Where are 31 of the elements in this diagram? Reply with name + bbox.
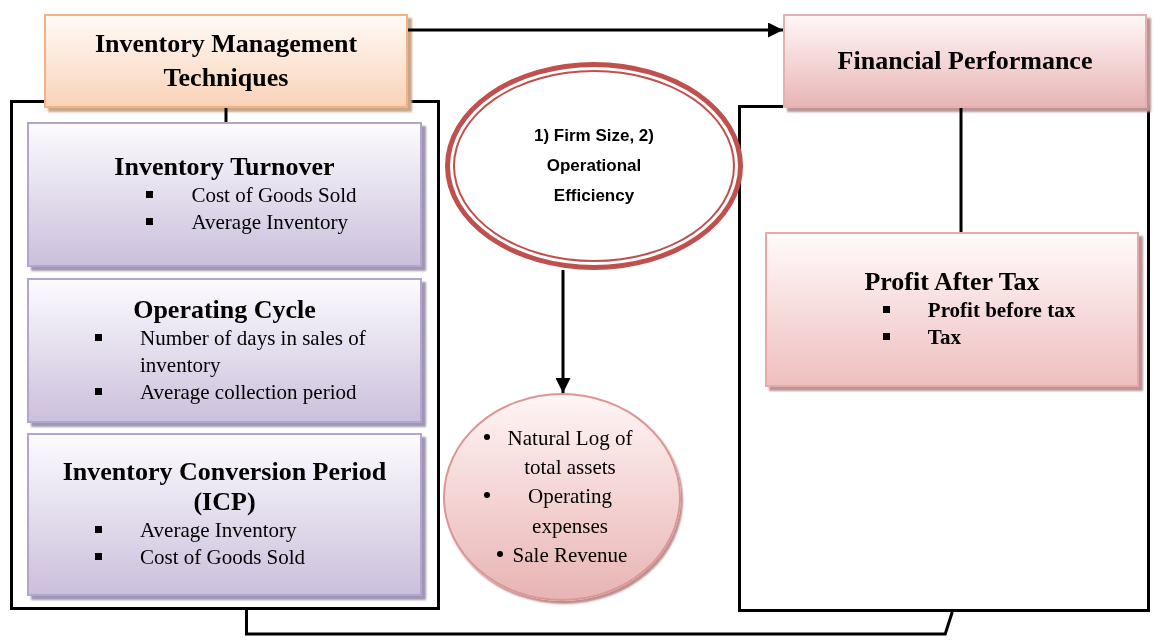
bullet-item: Average Inventory bbox=[191, 209, 348, 237]
connector-line bbox=[224, 108, 228, 122]
bullet-item: Operating expenses bbox=[527, 483, 613, 540]
list-box bbox=[27, 278, 422, 423]
bullet-item: Cost of Goods Sold bbox=[140, 544, 306, 572]
list-box bbox=[27, 122, 422, 267]
ellipse-text: 1) Firm Size, 2) Operational Efficiency bbox=[533, 125, 655, 207]
group-frame bbox=[738, 105, 1150, 612]
header-box bbox=[44, 14, 408, 108]
bullet-item: Natural Log of total assets bbox=[506, 424, 634, 481]
bullet-item: Number of days in sales of inventory bbox=[140, 324, 367, 379]
list-box bbox=[765, 232, 1139, 387]
box-title: Profit After Tax bbox=[863, 267, 1041, 298]
list-box bbox=[27, 433, 422, 596]
box-title: Financial Performance bbox=[837, 45, 1093, 78]
header-box bbox=[783, 14, 1147, 108]
box-title: Operating Cycle bbox=[132, 294, 317, 325]
bullet-item: Average collection period bbox=[140, 379, 357, 407]
connector-line bbox=[959, 108, 963, 232]
arrow bbox=[408, 22, 783, 38]
connector-line bbox=[245, 610, 954, 636]
bullet-item: Average Inventory bbox=[140, 517, 297, 545]
box-title: Inventory Management Techniques bbox=[93, 28, 359, 94]
group-frame bbox=[10, 100, 440, 610]
bullet-item: Sale Revenue bbox=[512, 542, 628, 570]
arrow bbox=[555, 270, 571, 393]
bullet-item: Cost of Goods Sold bbox=[191, 182, 357, 210]
box-title: Inventory Turnover bbox=[113, 152, 336, 183]
box-title: Inventory Conversion Period (ICP) bbox=[61, 457, 388, 518]
bullet-item: Tax bbox=[927, 324, 961, 352]
bullet-item: Profit before tax bbox=[927, 297, 1076, 325]
